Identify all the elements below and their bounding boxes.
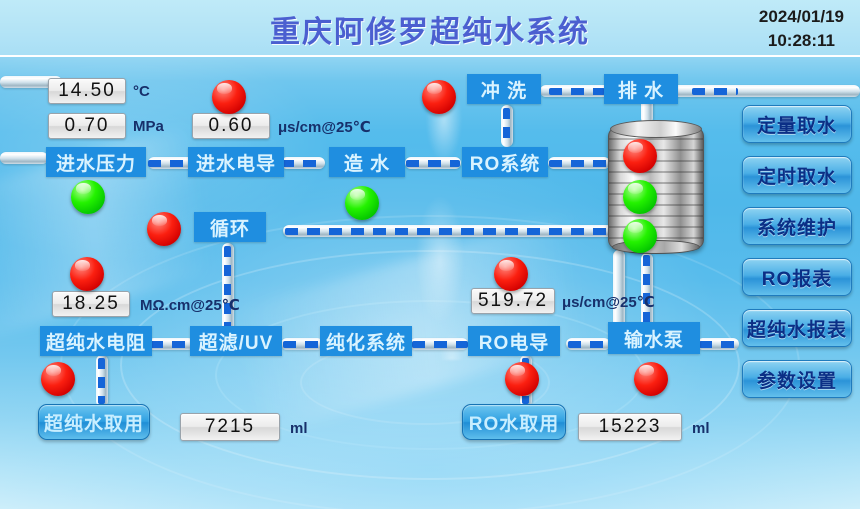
inlet-temp-unit: °C	[133, 83, 150, 100]
side-button-parameter-settings[interactable]: 参数设置	[742, 360, 852, 398]
ultrapure-resistivity-unit: MΩ.cm@25℃	[140, 297, 240, 314]
flow-indicator	[692, 88, 738, 95]
tag-ultrapure-resistance[interactable]: 超纯水电阻	[40, 326, 152, 356]
flow-indicator	[224, 246, 231, 332]
side-button-timed-draw[interactable]: 定时取水	[742, 156, 852, 194]
tag-drain[interactable]: 排 水	[604, 74, 678, 104]
flow-indicator	[283, 341, 323, 348]
flow-indicator	[549, 160, 609, 167]
flow-indicator	[281, 160, 325, 167]
tank-lid	[610, 120, 702, 138]
ultrapure-resistivity-readout: 18.25	[52, 291, 130, 317]
tag-transfer-pump[interactable]: 输水泵	[608, 322, 700, 354]
ro-conductivity-readout: 519.72	[471, 288, 555, 314]
flow-indicator	[503, 108, 510, 146]
flow-indicator	[549, 88, 605, 95]
ultrapure-draw-button[interactable]: 超纯水取用	[38, 404, 150, 440]
ro-volume-readout: 15223	[578, 413, 682, 441]
pipe-segment	[0, 152, 48, 164]
tag-inlet-pressure[interactable]: 进水压力	[46, 147, 146, 177]
water-ripple	[60, 215, 800, 509]
inlet-pressure-lamp	[71, 180, 105, 214]
tag-uf-uv[interactable]: 超滤/UV	[190, 326, 282, 356]
tag-flush[interactable]: 冲 洗	[467, 74, 541, 104]
flow-indicator	[150, 341, 194, 348]
flow-indicator	[412, 341, 468, 348]
inlet-conductivity-readout: 0.60	[192, 113, 270, 139]
tank-mid-level-lamp	[623, 180, 657, 214]
clock-time: 10:28:11	[767, 31, 836, 50]
transfer-pump-lamp	[634, 362, 668, 396]
pipe-segment	[613, 250, 625, 332]
ultrapure-volume-readout: 7215	[180, 413, 280, 441]
pipe-segment	[0, 76, 62, 88]
tag-ro-system[interactable]: RO系统	[462, 147, 548, 177]
flow-indicator	[148, 160, 194, 167]
page-title: 重庆阿修罗超纯水系统	[270, 16, 590, 49]
ultrapure-volume-unit: ml	[290, 420, 308, 437]
side-button-system-maintenance[interactable]: 系统维护	[742, 207, 852, 245]
side-button-ultrapure-report[interactable]: 超纯水报表	[742, 309, 852, 347]
flow-indicator	[285, 228, 611, 235]
flow-indicator	[406, 160, 460, 167]
flow-indicator	[568, 341, 610, 348]
ultrapure-draw-lamp	[41, 362, 75, 396]
tag-inlet-conductivity[interactable]: 进水电导	[188, 147, 284, 177]
inlet-temp-readout: 14.50	[48, 78, 126, 104]
inlet-pressure-readout: 0.70	[48, 113, 126, 139]
flush-lamp	[212, 80, 246, 114]
circulation-lamp	[147, 212, 181, 246]
ro-conductivity-lamp	[494, 257, 528, 291]
tank-low-level-lamp	[623, 219, 657, 253]
tag-purification-system[interactable]: 纯化系统	[320, 326, 412, 356]
side-button-quantitative-draw[interactable]: 定量取水	[742, 105, 852, 143]
tank-high-level-lamp	[623, 139, 657, 173]
flow-indicator	[643, 255, 650, 329]
tag-ro-conductivity[interactable]: RO电导	[468, 326, 560, 356]
inlet-conductivity-lamp	[422, 80, 456, 114]
flow-indicator	[699, 341, 739, 348]
make-water-lamp	[345, 186, 379, 220]
tag-circulation[interactable]: 循环	[194, 212, 266, 242]
side-button-ro-report[interactable]: RO报表	[742, 258, 852, 296]
ro-draw-lamp	[505, 362, 539, 396]
inlet-pressure-unit: MPa	[133, 118, 164, 135]
tag-make-water[interactable]: 造 水	[329, 147, 405, 177]
clock: 2024/01/19 10:28:11	[759, 5, 844, 53]
ro-draw-button[interactable]: RO水取用	[462, 404, 566, 440]
ro-volume-unit: ml	[692, 420, 710, 437]
ro-conductivity-unit: μs/cm@25℃	[562, 294, 655, 311]
ultrapure-resistance-lamp	[70, 257, 104, 291]
flow-indicator	[98, 358, 105, 404]
inlet-conductivity-unit: μs/cm@25℃	[278, 119, 371, 136]
header-bar: 重庆阿修罗超纯水系统 2024/01/19 10:28:11	[0, 0, 860, 57]
clock-date: 2024/01/19	[758, 7, 844, 26]
